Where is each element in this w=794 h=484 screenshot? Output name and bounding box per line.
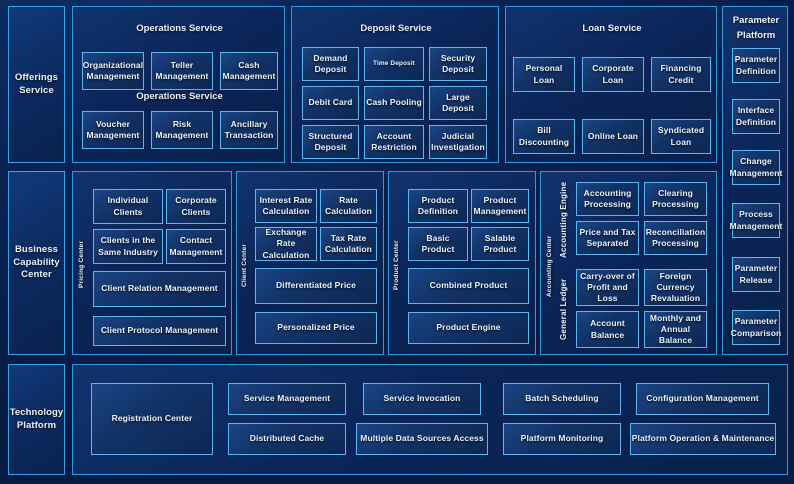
cell-distributed-cache[interactable]: Distributed Cache — [228, 423, 346, 455]
cell-cash-management[interactable]: Cash Management — [220, 52, 278, 90]
cell-accounting-processing[interactable]: Accounting Processing — [576, 182, 639, 216]
cell-time-deposit[interactable]: Time Deposit — [364, 47, 424, 81]
cell-personal-loan[interactable]: Personal Loan — [513, 57, 575, 92]
row-label-technology-platform: Technology Platform — [8, 364, 65, 475]
panel-title-operations-service: Operations Service — [136, 23, 223, 34]
cell-online-loan[interactable]: Online Loan — [582, 119, 644, 154]
cell-parameter-release[interactable]: Parameter Release — [732, 257, 780, 292]
panel-accounting-center: Accounting Center Accounting Engine Acco… — [540, 171, 717, 355]
cell-clearing-processing[interactable]: Clearing Processing — [644, 182, 707, 216]
cell-reconciliation-processing[interactable]: Reconciliation Processing — [644, 221, 707, 255]
cell-registration-center[interactable]: Registration Center — [91, 383, 213, 455]
panel-operations-service: Operations Service Operations Service Or… — [72, 6, 285, 163]
cell-contact-management[interactable]: Contact Management — [166, 229, 226, 264]
cell-parameter-comparison[interactable]: Parameter Comparison — [731, 310, 781, 345]
cell-individual-clients[interactable]: Individual Clients — [93, 189, 163, 224]
cell-tax-rate-calculation[interactable]: Tax Rate Calculation — [320, 227, 377, 261]
parameter-platform-title-line2: Platform — [736, 30, 776, 41]
cell-configuration-management[interactable]: Configuration Management — [636, 383, 769, 415]
cell-structured-deposit[interactable]: Structured Deposit — [302, 125, 359, 159]
cell-voucher-management[interactable]: Voucher Management — [82, 111, 144, 149]
vertical-label-pricing-center: Pricing Center — [78, 240, 85, 289]
row-label-offerings-service: Offerings Service — [8, 6, 65, 163]
cell-monthly-and-annual-balance[interactable]: Monthly and Annual Balance — [644, 311, 707, 348]
cell-price-and-tax-separated[interactable]: Price and Tax Separated — [576, 221, 639, 255]
cell-demand-deposit[interactable]: Demand Deposit — [302, 47, 359, 81]
cell-differentiated-price[interactable]: Differentiated Price — [255, 268, 377, 304]
parameter-platform-title-line1: Parameter — [732, 15, 780, 26]
panel-deposit-service: Deposit Service Demand Deposit Time Depo… — [291, 6, 499, 163]
panel-parameter-platform: Parameter Platform Parameter Definition … — [722, 6, 788, 355]
cell-process-management[interactable]: Process Management — [730, 203, 782, 238]
cell-account-restriction[interactable]: Account Restriction — [364, 125, 424, 159]
cell-interest-rate-calculation[interactable]: Interest Rate Calculation — [255, 189, 317, 223]
cell-rate-calculation[interactable]: Rate Calculation — [320, 189, 377, 223]
cell-personalized-price[interactable]: Personalized Price — [255, 312, 377, 344]
vertical-label-accounting-engine: Accounting Engine — [559, 181, 568, 259]
row-label-business-capability-center: Business Capability Center — [8, 171, 65, 355]
cell-change-management[interactable]: Change Management — [730, 150, 782, 185]
cell-interface-definition[interactable]: Interface Definition — [732, 99, 780, 134]
subgroup-general-ledger: General Ledger Carry-over of Profit and … — [557, 265, 715, 353]
vertical-label-product-center: Product Center — [393, 240, 400, 290]
vertical-label-client-center: Client Center — [241, 243, 248, 287]
cell-debit-card[interactable]: Debit Card — [302, 86, 359, 120]
cell-multiple-data-sources-access[interactable]: Multiple Data Sources Access — [356, 423, 488, 455]
cell-client-protocol-management[interactable]: Client Protocol Management — [93, 316, 226, 346]
cell-risk-management[interactable]: Risk Management — [151, 111, 213, 149]
cell-foreign-currency-revaluation[interactable]: Foreign Currency Revaluation — [644, 269, 707, 306]
cell-product-engine[interactable]: Product Engine — [408, 312, 529, 344]
cell-ancillary-transaction[interactable]: Ancillary Transaction — [220, 111, 278, 149]
cell-judicial-investigation[interactable]: Judicial Investigation — [429, 125, 487, 159]
cell-bill-discounting[interactable]: Bill Discounting — [513, 119, 575, 154]
cell-security-deposit[interactable]: Security Deposit — [429, 47, 487, 81]
cell-carry-over-of-profit-and-loss[interactable]: Carry-over of Profit and Loss — [576, 269, 639, 306]
cell-salable-product[interactable]: Salable Product — [471, 227, 529, 261]
panel-loan-service: Loan Service Personal Loan Corporate Loa… — [505, 6, 717, 163]
cell-batch-scheduling[interactable]: Batch Scheduling — [503, 383, 621, 415]
cell-cash-pooling[interactable]: Cash Pooling — [364, 86, 424, 120]
cell-organizational-management[interactable]: Organizational Management — [82, 52, 144, 90]
cell-product-definition[interactable]: Product Definition — [408, 189, 468, 223]
cell-exchange-rate-calculation[interactable]: Exchange Rate Calculation — [255, 227, 317, 261]
cell-parameter-definition[interactable]: Parameter Definition — [732, 48, 780, 83]
cell-client-relation-management[interactable]: Client Relation Management — [93, 271, 226, 307]
panel-product-center: Product Center Product Definition Produc… — [388, 171, 536, 355]
cell-large-deposit[interactable]: Large Deposit — [429, 86, 487, 120]
vertical-label-accounting-center: Accounting Center — [546, 235, 553, 297]
cell-corporate-loan[interactable]: Corporate Loan — [582, 57, 644, 92]
vertical-label-general-ledger: General Ledger — [559, 278, 568, 340]
cell-teller-management[interactable]: Teller Management — [151, 52, 213, 90]
panel-title-operations-service-duplicate: Operations Service — [136, 91, 223, 102]
panel-title-deposit-service: Deposit Service — [360, 23, 432, 34]
panel-title-loan-service: Loan Service — [582, 23, 642, 34]
cell-corporate-clients[interactable]: Corporate Clients — [166, 189, 226, 224]
cell-product-management[interactable]: Product Management — [471, 189, 529, 223]
panel-pricing-center: Pricing Center Individual Clients Corpor… — [72, 171, 232, 355]
subgroup-accounting-engine: Accounting Engine Accounting Processing … — [557, 177, 715, 262]
cell-clients-same-industry[interactable]: Clients in the Same Industry — [93, 229, 163, 264]
cell-platform-operation-maintenance[interactable]: Platform Operation & Maintenance — [630, 423, 776, 455]
cell-service-invocation[interactable]: Service Invocation — [363, 383, 481, 415]
panel-client-center: Client Center Interest Rate Calculation … — [236, 171, 384, 355]
panel-technology-platform: Registration Center Service Management D… — [72, 364, 788, 475]
cell-account-balance[interactable]: Account Balance — [576, 311, 639, 348]
cell-service-management[interactable]: Service Management — [228, 383, 346, 415]
cell-financing-credit[interactable]: Financing Credit — [651, 57, 711, 92]
cell-platform-monitoring[interactable]: Platform Monitoring — [503, 423, 621, 455]
cell-combined-product[interactable]: Combined Product — [408, 268, 529, 304]
cell-syndicated-loan[interactable]: Syndicated Loan — [651, 119, 711, 154]
cell-basic-product[interactable]: Basic Product — [408, 227, 468, 261]
